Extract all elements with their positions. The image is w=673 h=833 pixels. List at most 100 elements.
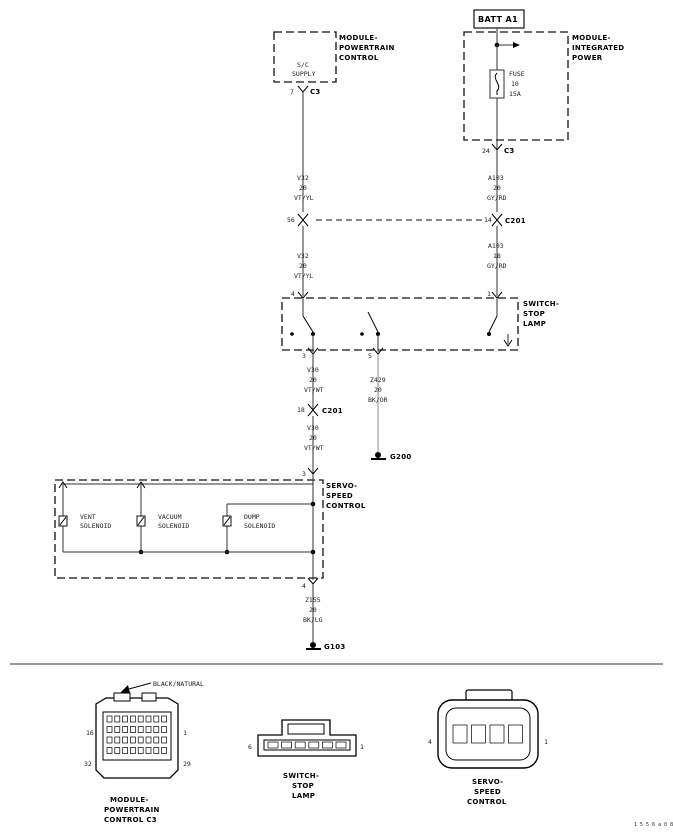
pcm-pin-cavity-cell <box>161 715 167 723</box>
pcm-pin-cavity-cell <box>153 726 160 733</box>
v30-lower-color: VT/WT <box>304 444 324 452</box>
servo-pin-cavity-cell <box>489 724 505 744</box>
c201-right-top-symbol <box>491 213 503 221</box>
a103-upper-circuit: A103 <box>488 174 504 182</box>
servo-pin-cavity-cell <box>508 724 523 744</box>
servo-name-2: SPEED <box>326 492 353 500</box>
servo-view-label-2: SPEED <box>474 788 501 796</box>
g103-label: G103 <box>324 643 346 651</box>
sc-supply-pin-label-2: SUPPLY <box>292 70 316 78</box>
powertrain-module-name-3: CONTROL <box>339 54 379 62</box>
pcm-pin-cavity-cell <box>122 747 128 754</box>
switch-pin-bottom-mid: 5 <box>368 352 372 360</box>
pcm-callout-arrow <box>120 685 130 693</box>
pcm-pin-cavity-cell <box>106 726 113 733</box>
servo-pin-cavity-cell <box>471 724 486 744</box>
servo-view-label-3: CONTROL <box>467 798 507 806</box>
figure-id: 1 5 5 6 a 0 8 <box>634 822 673 828</box>
servo-pin-top: 3 <box>302 470 306 478</box>
servo-view-label-1: SERVO- <box>472 778 503 786</box>
pcm-pin-cavity-cell <box>114 726 121 733</box>
integrated-power-box <box>463 31 569 141</box>
pcm-pin-bl: 32 <box>84 760 92 768</box>
switch-pin-top-right: 1 <box>487 290 491 298</box>
c201-right-pin: 14 <box>484 216 492 224</box>
v32-lower-color: VT/YL <box>294 272 314 280</box>
fuse-label-2: 10 <box>511 80 519 88</box>
switch-right-pivot <box>487 332 491 336</box>
servo-view-pin-l: 4 <box>428 738 432 746</box>
v30-lower-gauge: 20 <box>309 434 317 442</box>
pcm-pin-cavity-cell <box>114 747 121 754</box>
fuse-element <box>494 72 500 95</box>
servo-name-3: CONTROL <box>326 502 366 510</box>
servo-pin-cells <box>452 724 523 744</box>
pcm-pin-cavity-cell <box>106 715 113 723</box>
c201-lower-bottom-symbol <box>307 409 319 417</box>
stop-lamp-switch: SWITCH- STOP LAMP 4 1 3 5 <box>281 290 559 360</box>
batt-a1-box <box>473 9 525 29</box>
c201-lower-label: C201 <box>322 407 343 415</box>
switch-pin-cavity-cell <box>322 741 333 749</box>
pcm-pin-cavity <box>102 711 172 761</box>
dump-label-2: SOLENOID <box>244 522 275 530</box>
servo-pin-bottom: 4 <box>302 582 306 590</box>
switch-connector-shell <box>257 719 357 757</box>
switch-name-1: SWITCH- <box>523 300 559 308</box>
pcm-pin-cavity-cell <box>122 715 128 723</box>
a103-upper-color: GY/RD <box>487 194 507 202</box>
c201-right-label: C201 <box>505 217 526 225</box>
ipm-pin-number: 24 <box>482 147 490 155</box>
pcm-pin-cavity-cell <box>145 715 152 723</box>
pcm-pin-cavity-cell <box>145 736 152 744</box>
c201-left-pin: 56 <box>287 216 295 224</box>
vacuum-label-1: VACUUM <box>158 513 182 521</box>
fuse-label-3: 15A <box>509 90 521 98</box>
a103-upper-gauge: 20 <box>493 184 501 192</box>
servo-box <box>54 479 324 579</box>
ipm-name-3: POWER <box>572 54 603 62</box>
switch-name-2: STOP <box>523 310 545 318</box>
c201-left-top-symbol <box>297 213 309 221</box>
pcm-c3-connector-view: BLACK/NATURAL 16 1 32 29 MODULE- POWERTR… <box>84 680 204 824</box>
switch-pin-row <box>263 739 351 751</box>
z155-gauge: 20 <box>309 606 317 614</box>
a103-lower-circuit: A103 <box>488 242 504 250</box>
v32-upper-circuit: V32 <box>297 174 309 182</box>
z429-color: BK/OR <box>368 396 388 404</box>
pcm-callout-label: BLACK/NATURAL <box>153 680 204 688</box>
vacuum-solenoid-slash <box>137 516 145 526</box>
v32-lower-gauge: 20 <box>299 262 307 270</box>
fuse-label-1: FUSE <box>509 70 525 78</box>
switch-view-pin-r: 1 <box>360 743 364 751</box>
switch-pin-cavity-cell <box>294 741 306 749</box>
dump-label-1: DUMP <box>244 513 260 521</box>
vent-label-1: VENT <box>80 513 96 521</box>
pcm-pin-cavity-cell <box>130 726 136 733</box>
z429-circuit: Z429 <box>370 376 386 384</box>
v30-lower-circuit: V30 <box>307 424 319 432</box>
pcm-view-label-1: MODULE- <box>110 796 149 804</box>
powertrain-module: MODULE- POWERTRAIN CONTROL S/C SUPPLY 7 … <box>273 31 395 96</box>
switch-pin-cavity-cell <box>267 741 279 749</box>
a103-lower-color: GY/RD <box>487 262 507 270</box>
switch-name-3: LAMP <box>523 320 546 328</box>
pcm-view-label-2: POWERTRAIN <box>104 806 160 814</box>
v32-lower-circuit: V32 <box>297 252 309 260</box>
switch-connector-view: 6 1 SWITCH- STOP LAMP <box>248 719 364 800</box>
vent-label-2: SOLENOID <box>80 522 111 530</box>
servo-name-1: SERVO- <box>326 482 357 490</box>
a103-lower-gauge: 18 <box>493 252 501 260</box>
pcm-pin-cavity-cell <box>161 726 167 733</box>
powertrain-module-name-2: POWERTRAIN <box>339 44 395 52</box>
pcm-key-right <box>141 692 157 702</box>
pcm-pin-cavity-cell <box>122 726 128 733</box>
powertrain-module-box <box>273 31 337 83</box>
servo-pin-cavity-cell <box>452 724 468 744</box>
pcm-pin-cavity-cell <box>161 747 167 754</box>
ipm-name-1: MODULE- <box>572 34 611 42</box>
batt-a1-label: BATT A1 <box>478 15 518 24</box>
z155-color: BK/LG <box>303 616 323 624</box>
v32-upper-color: VT/YL <box>294 194 314 202</box>
c201-right-bottom-symbol <box>491 219 503 227</box>
